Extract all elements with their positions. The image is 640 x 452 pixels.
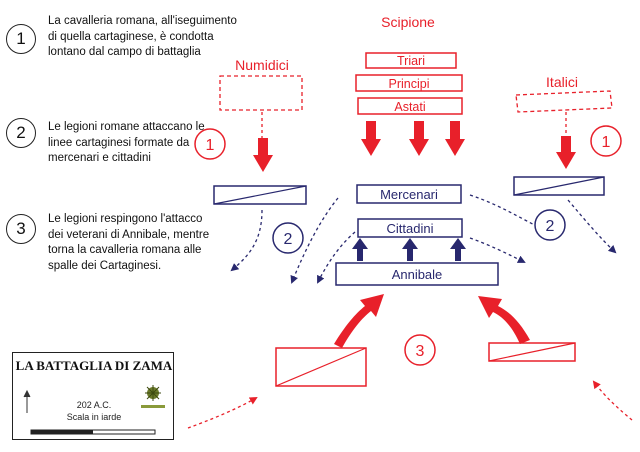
- italici-ghost-box: [515, 90, 613, 113]
- annibale-label: Annibale: [392, 267, 443, 282]
- cittadini-label: Cittadini: [387, 221, 434, 236]
- mercenari-label: Mercenari: [380, 187, 438, 202]
- marker-2-right-label: 2: [546, 218, 555, 235]
- legend-title: LA BATTAGLIA DI ZAMA: [15, 358, 173, 373]
- marker-2-left: [272, 222, 304, 254]
- roman-advance-arrow: [409, 121, 429, 156]
- astati-box: [357, 97, 463, 115]
- rear-attack-arrow-left: [334, 294, 384, 348]
- astati-label: Astati: [394, 100, 425, 114]
- retreat-arrow: [290, 197, 339, 284]
- principi-label: Principi: [389, 77, 430, 91]
- triari-box: [365, 52, 457, 69]
- annibale-advance-arrows: [352, 238, 466, 261]
- roman-advance-arrow: [361, 121, 381, 156]
- principi-box: [355, 74, 463, 92]
- step-3-number: 3: [6, 214, 36, 244]
- annibale-box: [335, 262, 499, 286]
- marker-1-left-label: 1: [206, 137, 215, 154]
- marker-1-right-label: 1: [602, 134, 611, 151]
- scale-bar: [30, 429, 156, 435]
- rear-attack-arrow-right: [478, 296, 530, 344]
- mercenari-box: [356, 184, 462, 204]
- marker-2-right: [534, 209, 566, 241]
- italici-label: Italici: [546, 74, 578, 90]
- marker-3-label: 3: [416, 343, 425, 360]
- legend-graphics: [23, 385, 165, 435]
- marker-2-left-label: 2: [284, 231, 293, 248]
- marker-1-left: [194, 128, 226, 160]
- marker-3: [404, 334, 436, 366]
- retreat-arrow: [567, 199, 617, 254]
- italici-arrow: [556, 136, 576, 169]
- numidici-arrow: [253, 138, 273, 172]
- legend-date: 202 A.C.: [76, 400, 112, 410]
- step-1-number: 1: [6, 24, 36, 54]
- cavalry-return-arrow: [187, 397, 258, 429]
- step-1-text: La cavalleria romana, all'iseguimento di…: [48, 15, 237, 58]
- step-3-text: Le legioni respingono l'attacco dei vete…: [48, 213, 210, 272]
- cittadini-box: [357, 218, 463, 238]
- marker-1-right: [590, 125, 622, 157]
- retreat-arrow: [469, 237, 526, 263]
- step-2-number: 2: [6, 118, 36, 148]
- compass-icon: [23, 389, 31, 413]
- roman-advance-arrow: [445, 121, 465, 156]
- retreat-arrow: [469, 194, 550, 233]
- cavalry-return-arrow: [592, 380, 633, 421]
- retreat-arrow: [230, 209, 263, 272]
- emblem-icon: [141, 385, 165, 408]
- legend-box: LA BATTAGLIA DI ZAMA 202 A.C. Scala in i…: [12, 352, 174, 440]
- legend-scale-label: Scala in iarde: [66, 412, 122, 422]
- retreat-arrow: [317, 231, 356, 284]
- numidici-ghost-box: [219, 75, 303, 111]
- numidici-label: Numidici: [235, 57, 289, 73]
- step-2-text: Le legioni romane attaccano le linee car…: [48, 121, 205, 164]
- scipione-label: Scipione: [381, 14, 435, 30]
- triari-label: Triari: [397, 54, 425, 68]
